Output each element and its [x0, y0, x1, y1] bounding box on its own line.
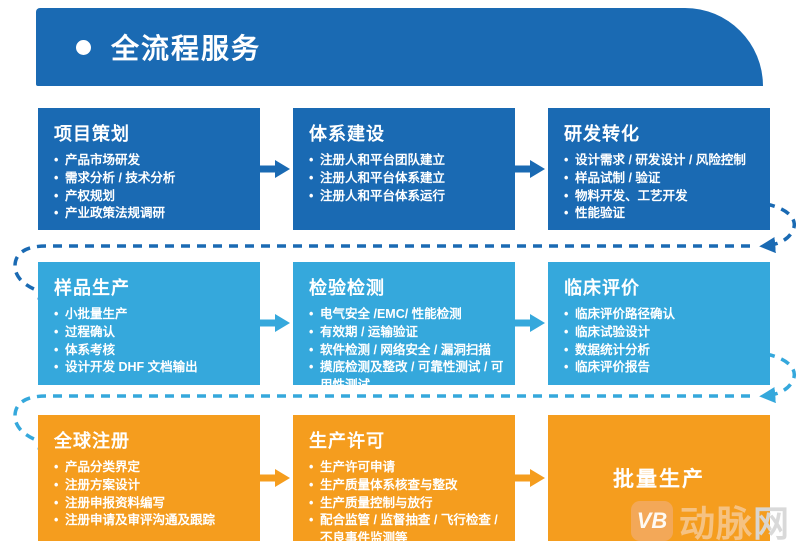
stage-box-inspection-testing: 检验检测 电气安全 /EMC/ 性能检测 有效期 / 运输验证 软件检测 / 网…	[293, 262, 515, 392]
right-arrow-icon	[515, 160, 545, 178]
stage-item: 临床试验设计	[564, 324, 760, 342]
stage-item: 产权规划	[54, 188, 250, 206]
watermark-text: 动脉网	[679, 495, 790, 547]
stage-title: 项目策划	[54, 124, 130, 144]
stage-title: 样品生产	[54, 278, 130, 298]
stage-item: 小批量生产	[54, 306, 250, 324]
stage-item: 需求分析 / 技术分析	[54, 170, 250, 188]
stage-item-list: 临床评价路径确认 临床试验设计 数据统计分析 临床评价报告	[564, 306, 760, 377]
stage-item: 数据统计分析	[564, 342, 760, 360]
stage-item: 物料开发、工艺开发	[564, 188, 760, 206]
right-arrow-icon	[515, 469, 545, 487]
stage-item: 注册申报资料编写	[54, 495, 250, 513]
stage-item: 生产质量控制与放行	[309, 495, 505, 513]
stage-title: 检验检测	[309, 278, 385, 298]
stage-item: 样品试制 / 验证	[564, 170, 760, 188]
stage-box-rnd-transformation: 研发转化 设计需求 / 研发设计 / 风险控制 样品试制 / 验证 物料开发、工…	[548, 108, 770, 230]
watermark-text-last: 网	[752, 503, 790, 544]
stage-box-global-registration: 全球注册 产品分类界定 注册方案设计 注册申报资料编写 注册申请及审评沟通及跟踪	[38, 415, 260, 541]
stage-item: 注册人和平台体系建立	[309, 170, 505, 188]
stage-title: 生产许可	[309, 431, 385, 451]
vb-badge-icon: VB	[630, 501, 673, 541]
stage-item: 摸底检测及整改 / 可靠性测试 / 可用性测试	[309, 359, 505, 395]
stage-item: 产业政策法规调研	[54, 205, 250, 223]
stage-item-list: 产品分类界定 注册方案设计 注册申报资料编写 注册申请及审评沟通及跟踪	[54, 459, 250, 530]
stage-item: 产品分类界定	[54, 459, 250, 477]
stage-item-list: 注册人和平台团队建立 注册人和平台体系建立 注册人和平台体系运行	[309, 152, 505, 205]
right-arrow-icon	[515, 314, 545, 332]
stage-item: 产品市场研发	[54, 152, 250, 170]
stage-item: 体系考核	[54, 342, 250, 360]
stage-title: 体系建设	[309, 124, 385, 144]
stage-title: 临床评价	[564, 278, 640, 298]
stage-item: 有效期 / 运输验证	[309, 324, 505, 342]
stage-item: 注册人和平台体系运行	[309, 188, 505, 206]
watermark-text-main: 动脉	[678, 503, 753, 544]
stage-item-list: 产品市场研发 需求分析 / 技术分析 产权规划 产业政策法规调研	[54, 152, 250, 223]
stage-item: 配合监管 / 监督抽查 / 飞行检查 / 不良事件监测等	[309, 512, 505, 548]
stage-item: 注册方案设计	[54, 477, 250, 495]
stage-item: 设计开发 DHF 文档输出	[54, 359, 250, 377]
watermark-logo: VB 动脉网	[630, 495, 790, 547]
stage-box-production-license: 生产许可 生产许可申请 生产质量体系核查与整改 生产质量控制与放行 配合监管 /…	[293, 415, 515, 545]
stage-box-clinical-evaluation: 临床评价 临床评价路径确认 临床试验设计 数据统计分析 临床评价报告	[548, 262, 770, 385]
stage-item: 注册人和平台团队建立	[309, 152, 505, 170]
stage-item: 生产许可申请	[309, 459, 505, 477]
right-arrow-icon	[260, 160, 290, 178]
header-banner: 全流程服务	[36, 8, 763, 86]
stage-item: 临床评价报告	[564, 359, 760, 377]
right-arrow-icon	[260, 314, 290, 332]
stage-item: 生产质量体系核查与整改	[309, 477, 505, 495]
stage-box-project-planning: 项目策划 产品市场研发 需求分析 / 技术分析 产权规划 产业政策法规调研	[38, 108, 260, 230]
stage-item: 注册申请及审评沟通及跟踪	[54, 512, 250, 530]
stage-box-system-construction: 体系建设 注册人和平台团队建立 注册人和平台体系建立 注册人和平台体系运行	[293, 108, 515, 230]
stage-title: 研发转化	[564, 124, 640, 144]
stage-item: 设计需求 / 研发设计 / 风险控制	[564, 152, 760, 170]
stage-title: 批量生产	[613, 468, 705, 491]
stage-item: 过程确认	[54, 324, 250, 342]
right-arrow-icon	[260, 469, 290, 487]
stage-item-list: 生产许可申请 生产质量体系核查与整改 生产质量控制与放行 配合监管 / 监督抽查…	[309, 459, 505, 548]
stage-title: 全球注册	[54, 431, 130, 451]
page-title: 全流程服务	[111, 33, 262, 64]
stage-item: 电气安全 /EMC/ 性能检测	[309, 306, 505, 324]
stage-item-list: 电气安全 /EMC/ 性能检测 有效期 / 运输验证 软件检测 / 网络安全 /…	[309, 306, 505, 395]
stage-item: 临床评价路径确认	[564, 306, 760, 324]
stage-item-list: 设计需求 / 研发设计 / 风险控制 样品试制 / 验证 物料开发、工艺开发 性…	[564, 152, 760, 223]
stage-item: 性能验证	[564, 205, 760, 223]
bullet-dot-icon	[76, 39, 91, 55]
stage-item: 软件检测 / 网络安全 / 漏洞扫描	[309, 342, 505, 360]
stage-box-sample-production: 样品生产 小批量生产 过程确认 体系考核 设计开发 DHF 文档输出	[38, 262, 260, 385]
stage-item-list: 小批量生产 过程确认 体系考核 设计开发 DHF 文档输出	[54, 306, 250, 377]
